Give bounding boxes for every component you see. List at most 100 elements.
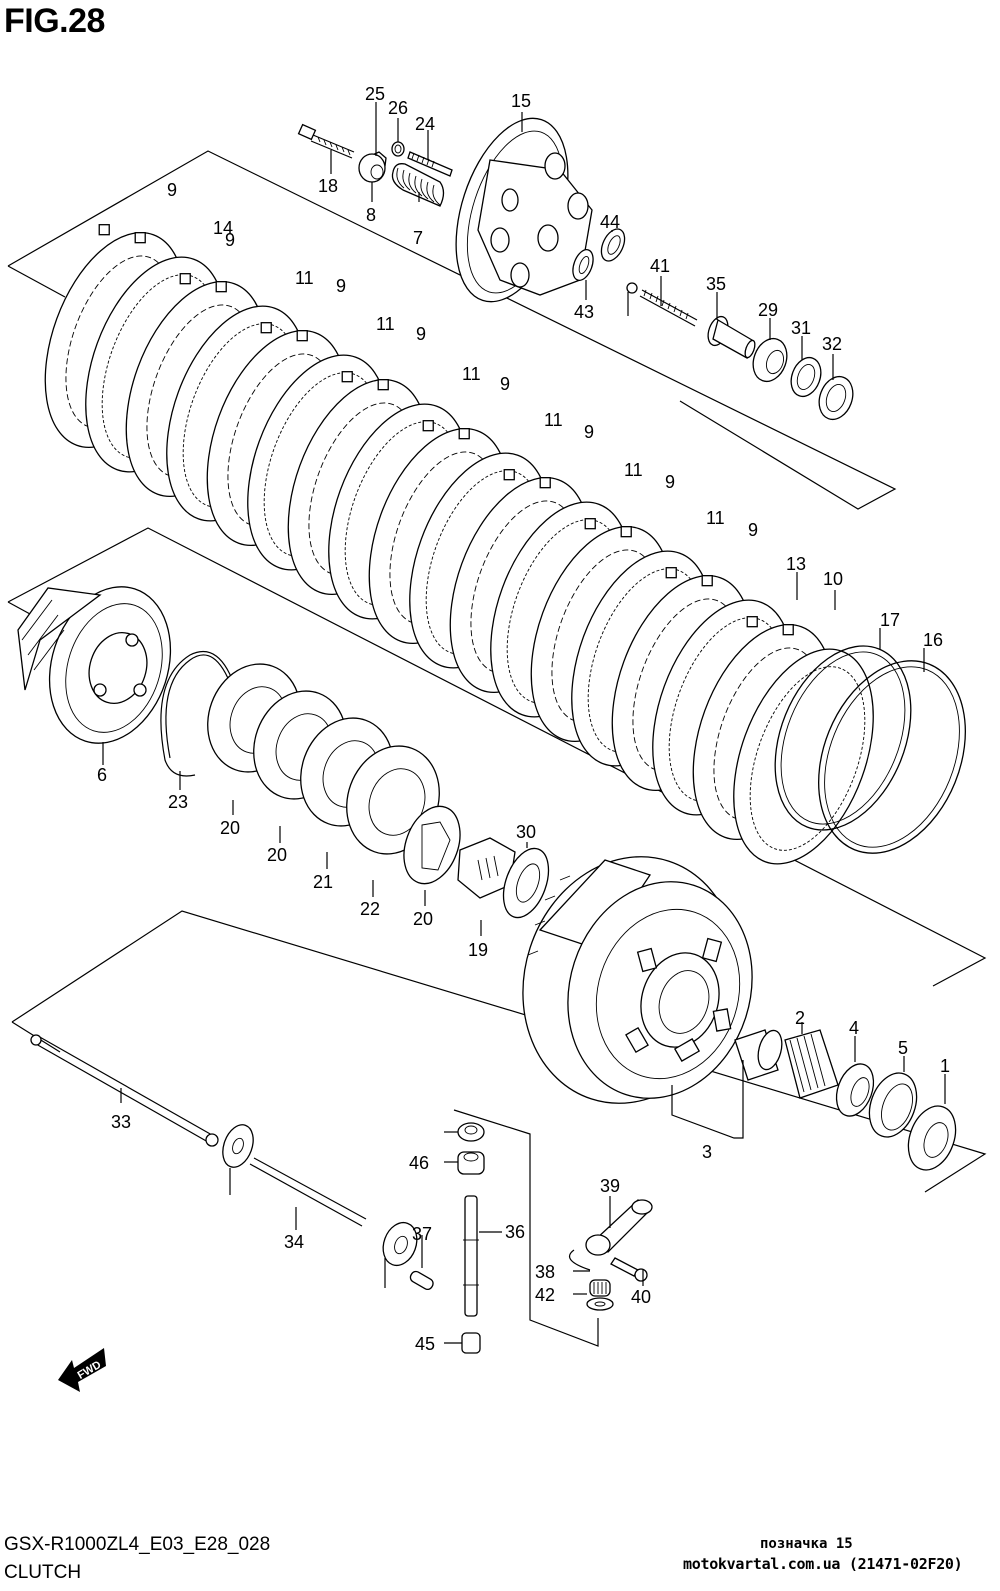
callout-31: 35 — [706, 274, 726, 294]
frame-release-group — [453, 1109, 599, 1347]
washer-38 — [586, 1297, 614, 1311]
callout-20: 22 — [360, 899, 380, 919]
callout-19: 20 — [413, 909, 433, 929]
cam-plate-19 — [403, 805, 461, 885]
callout-3: 3 — [702, 1142, 712, 1162]
plate-tab — [620, 526, 632, 538]
callout-labels: 25 26 24 15 18 8 7 44 43 41 35 29 31 32 … — [97, 84, 950, 1354]
washer-39 — [572, 249, 594, 281]
callout-14: 15 — [511, 91, 531, 111]
release-camshaft-32 — [463, 1195, 479, 1317]
plate-tab — [458, 428, 470, 440]
plate-tab — [98, 224, 110, 236]
callout-33: 37 — [412, 1224, 432, 1244]
bolt-36 — [610, 1257, 648, 1282]
callout-39: 43 — [574, 302, 594, 322]
washer-26 — [502, 847, 550, 919]
callout-30: 34 — [284, 1232, 304, 1252]
release-rack-31 — [707, 315, 756, 359]
callout-20: 21 — [313, 872, 333, 892]
callout-32: 36 — [505, 1222, 525, 1242]
callout-9: 9 — [167, 180, 177, 200]
section-name: CLUTCH — [4, 1562, 82, 1583]
frame-top-group — [7, 150, 897, 510]
washer-28 — [818, 375, 854, 421]
callout-9: 9 — [225, 230, 235, 250]
callout-24: 26 — [388, 98, 408, 118]
push-rod-29 — [30, 1034, 219, 1147]
bearing-42 — [457, 1151, 485, 1175]
leader-lines — [102, 102, 946, 1344]
plate-tab — [215, 281, 227, 293]
spring-washer-27 — [790, 356, 822, 398]
callout-26: 30 — [516, 822, 536, 842]
callout-7: 7 — [413, 228, 423, 248]
primary-driven-gear-3 — [522, 856, 753, 1104]
plate-tab — [701, 575, 713, 587]
callout-22: 24 — [415, 114, 435, 134]
callout-38: 42 — [535, 1285, 555, 1305]
callout-21: 23 — [168, 792, 188, 812]
spacer-4 — [835, 1063, 875, 1117]
pressure-plate-14 — [455, 117, 593, 303]
driven-plate — [733, 648, 874, 865]
plate-tab — [422, 420, 434, 432]
callout-23: 25 — [365, 84, 385, 104]
release-arm-35 — [569, 1199, 653, 1271]
needle-bearing-2 — [784, 1029, 839, 1099]
thrust-washer-1 — [907, 1105, 957, 1171]
plate-tab — [260, 322, 272, 334]
callout-2: 2 — [795, 1008, 805, 1028]
callout-42: 46 — [409, 1153, 429, 1173]
plate-tab — [746, 616, 758, 628]
callout-34: 38 — [535, 1262, 555, 1282]
fwd-label: FWD — [76, 1359, 104, 1382]
sleeve-hub-6 — [17, 586, 172, 744]
callout-17: 18 — [318, 176, 338, 196]
callout-11: 11 — [462, 364, 481, 384]
plate-tab — [539, 477, 551, 489]
release-rod-37 — [639, 289, 698, 327]
callout-8: 8 — [366, 205, 376, 225]
plate-tab — [782, 624, 794, 636]
plate-tab — [503, 469, 515, 481]
bolt-17 — [297, 123, 355, 159]
plate-tab — [134, 232, 146, 244]
needle-bearing-5 — [868, 1072, 918, 1138]
callout-12: 13 — [786, 554, 806, 574]
callout-11: 11 — [624, 460, 643, 480]
return-spring-34 — [589, 1279, 611, 1297]
inner-teeth — [749, 666, 866, 851]
model-code: GSX-R1000ZL4_E03_E28_028 — [4, 1534, 271, 1555]
callout-25: 29 — [758, 300, 778, 320]
watermark-ref: позначка 15 — [760, 1536, 853, 1552]
wire-ring-15 — [818, 660, 966, 854]
callout-4: 4 — [849, 1018, 859, 1038]
callout-11: 11 — [295, 268, 314, 288]
seat-16 — [774, 645, 912, 831]
oil-seal-44 — [222, 1124, 254, 1168]
callout-1: 1 — [940, 1056, 950, 1076]
callout-11: 11 — [706, 508, 725, 528]
callout-28: 32 — [822, 334, 842, 354]
frame-middle-group — [7, 527, 987, 987]
plate-tab — [179, 273, 191, 285]
callout-9: 9 — [416, 324, 426, 344]
plate-tab — [341, 371, 353, 383]
callout-15: 16 — [923, 630, 943, 650]
spring-holder-8 — [358, 153, 386, 183]
hub-nut-25 — [752, 337, 788, 383]
adjusting-screw-22 — [407, 151, 453, 177]
callout-10: 10 — [823, 569, 843, 589]
callout-29: 33 — [111, 1112, 131, 1132]
callout-6: 6 — [97, 765, 107, 785]
sleeve-3 — [734, 1029, 783, 1081]
plate-tab — [584, 518, 596, 530]
callout-9: 9 — [500, 374, 510, 394]
callout-11: 11 — [544, 410, 563, 430]
plate-tab — [296, 330, 308, 342]
callout-35: 39 — [600, 1176, 620, 1196]
figure-title: FIG.28 — [4, 2, 105, 40]
callout-18: 19 — [468, 940, 488, 960]
